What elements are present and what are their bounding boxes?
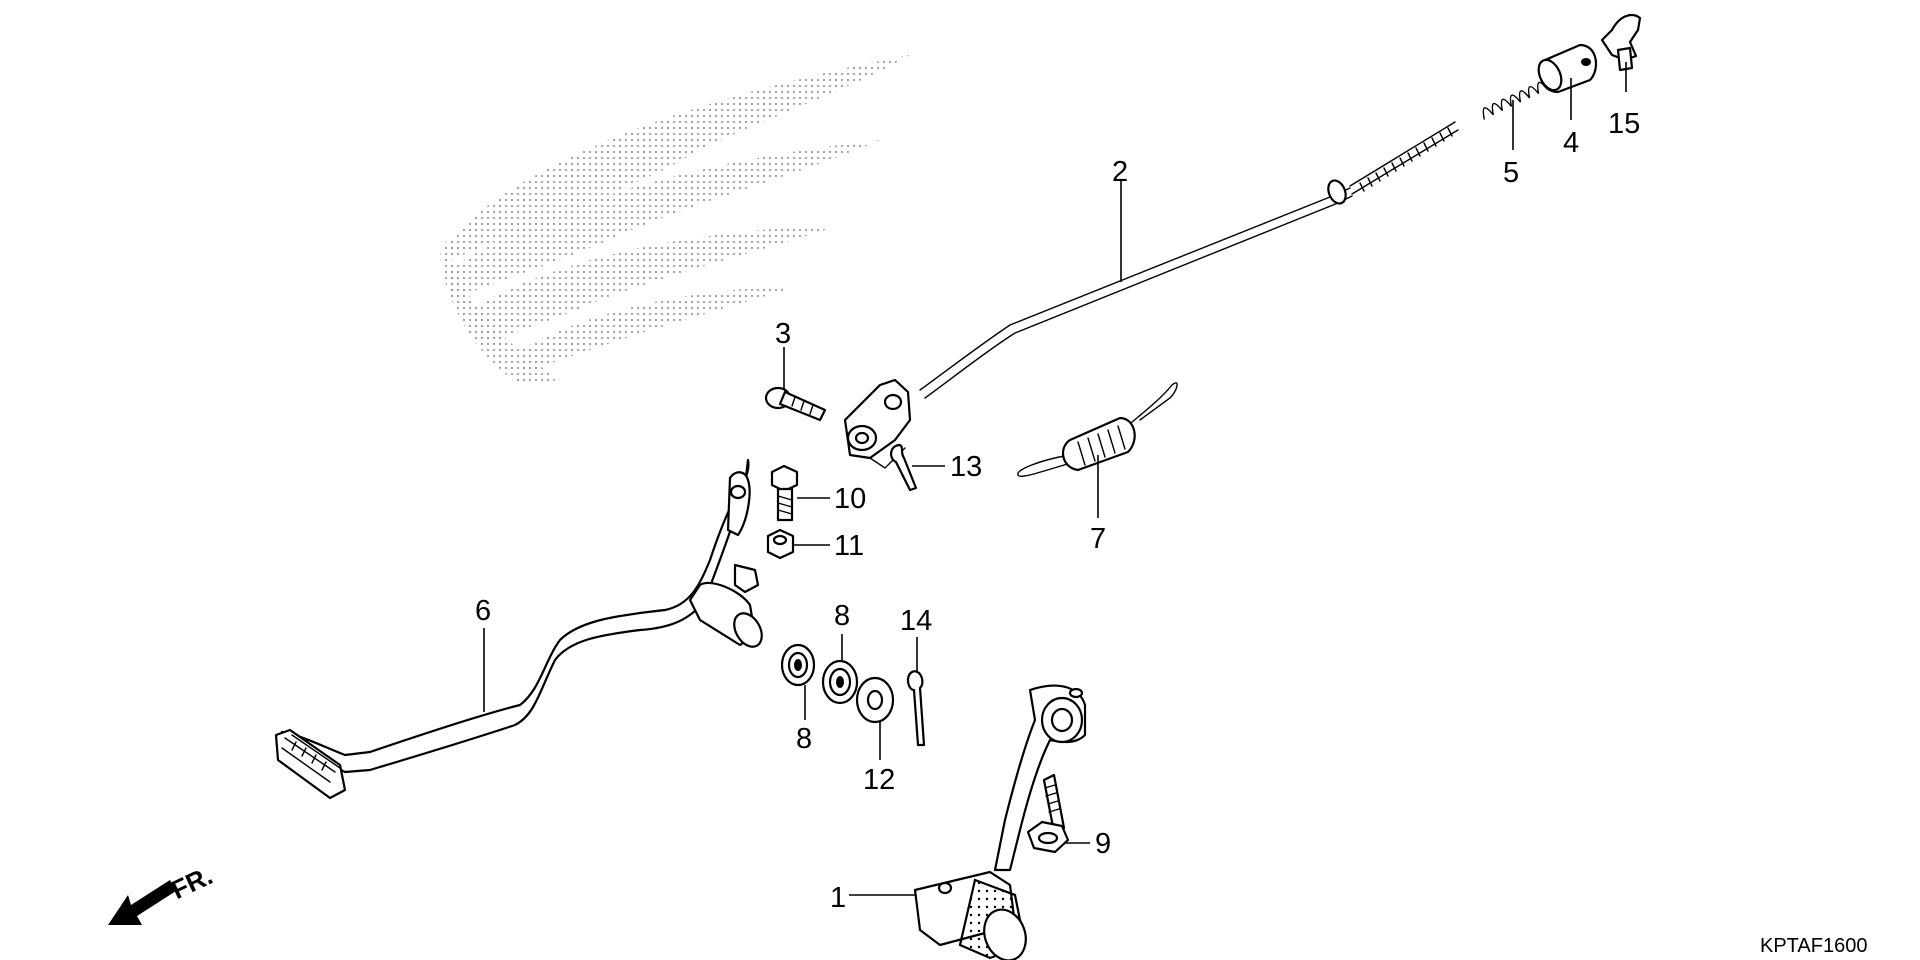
part-7-spring [1017,382,1178,477]
front-direction-indicator: FR. [108,860,217,925]
front-label: FR. [166,860,217,905]
callout-5: 5 [1503,157,1519,189]
wing-body [440,240,560,385]
part-10-bolt [770,464,799,522]
part-1-shift-pedal [913,684,1087,960]
leader-lines [483,62,1627,896]
callout-6: 6 [475,595,491,627]
callout-3: 3 [775,318,791,350]
part-4-joint [1537,43,1598,94]
diagram-code: KPTAF1600 [1760,935,1867,957]
part-11-nut [766,528,795,560]
part-6-brake-pedal [274,458,763,800]
callout-10: 10 [834,483,866,515]
callout-11: 11 [834,530,864,562]
part-2-shift-rod [919,121,1459,399]
part-9-bolt [1026,773,1070,854]
callout-7: 7 [1090,523,1106,555]
part-13-cotter-pin [890,443,918,492]
callout-9: 9 [1095,828,1111,860]
part-15-wing-nut [1600,14,1642,72]
part-12-washer [855,676,895,724]
callout-15: 15 [1608,108,1640,140]
wing-feather-3 [470,225,840,345]
callouts: 1 2 3 4 5 6 7 8 8 9 10 11 12 13 14 15 [475,108,1640,914]
callout-13: 13 [950,451,982,483]
part-3-bolt [764,386,827,422]
rod-thread [1359,127,1453,192]
part-14-cotter-pin [906,670,926,747]
part-8b-seal [821,659,859,705]
callout-8-upper: 8 [834,600,850,632]
callout-12: 12 [863,764,895,796]
part-2-rod-end [843,378,912,469]
wing-feather-4 [520,285,800,370]
front-arrow-icon [108,880,176,925]
callout-14: 14 [900,605,932,637]
honda-wing-watermark [440,55,910,385]
callout-1: 1 [830,882,846,914]
wing-feather-1 [450,55,910,260]
part-8a-seal [780,643,816,687]
callout-4: 4 [1563,127,1579,159]
callout-8-lower: 8 [796,723,812,755]
wing-feather-2 [450,140,880,300]
callout-2: 2 [1112,156,1128,188]
